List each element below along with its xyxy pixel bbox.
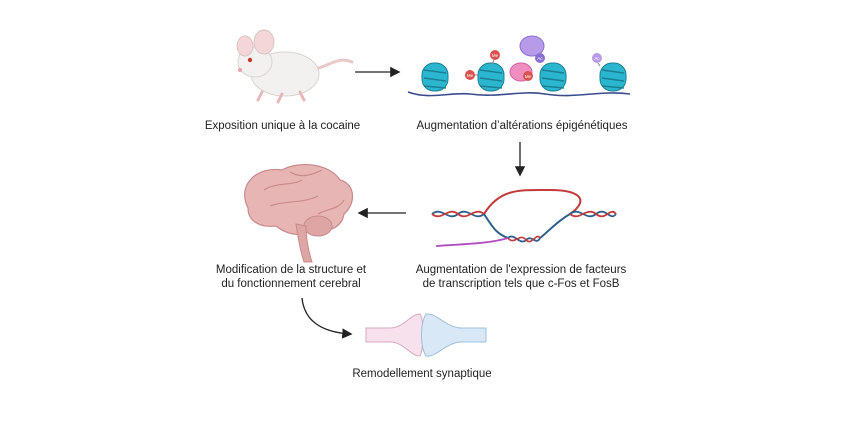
brain-illustration (244, 163, 354, 263)
caption-epigenetic-alterations: Augmentation d’altérations épigénétiques (416, 120, 628, 132)
caption-transcription-factors: Augmentation de l'expression de facteurs… (408, 263, 634, 291)
nucleosome-3 (539, 62, 567, 92)
nucleosome-2 (477, 62, 505, 92)
chromatin-illustration: Me Me Me Ac Ac (407, 35, 631, 97)
synapse-illustration (365, 313, 487, 357)
acetyl-mark-1-label: Ac (537, 56, 543, 61)
dna-transcription-illustration (431, 188, 617, 247)
acetyltransferase-enzyme (519, 35, 545, 57)
caption-brain-structure-line2: du fonctionnement cerebral (221, 278, 361, 290)
postsynaptic-terminal (421, 313, 487, 357)
nucleosome-4 (599, 62, 627, 92)
caption-transcription-line1: Augmentation de l'expression de facteurs (415, 264, 627, 276)
methyl-mark-1 (465, 70, 475, 80)
caption-brain-structure-line1: Modification de la structure et (215, 264, 367, 276)
presynaptic-terminal (365, 313, 424, 357)
methyl-mark-2-label: Me (492, 53, 499, 58)
caption-transcription-line2: de transcription tels que c-Fos et FosB (422, 278, 620, 290)
methyl-mark-2 (490, 50, 500, 60)
nucleosome-1 (421, 62, 449, 92)
caption-synaptic-remodeling: Remodellement synaptique (352, 368, 492, 380)
methyl-mark-3-label: Me (525, 74, 532, 79)
caption-brain-structure: Modification de la structure et du fonct… (196, 263, 386, 291)
rna-strand (435, 237, 509, 247)
mouse-illustration (236, 29, 354, 104)
methyl-mark-3 (523, 71, 533, 81)
methyl-mark-1-label: Me (467, 73, 474, 78)
acetyl-mark-2 (592, 53, 602, 63)
acetyl-mark-2-label: Ac (594, 56, 600, 61)
arrow-structure-to-synaptic (301, 297, 353, 339)
caption-cocaine-exposure: Exposition unique à la cocaine (204, 120, 361, 132)
acetyl-mark-1 (535, 53, 545, 63)
